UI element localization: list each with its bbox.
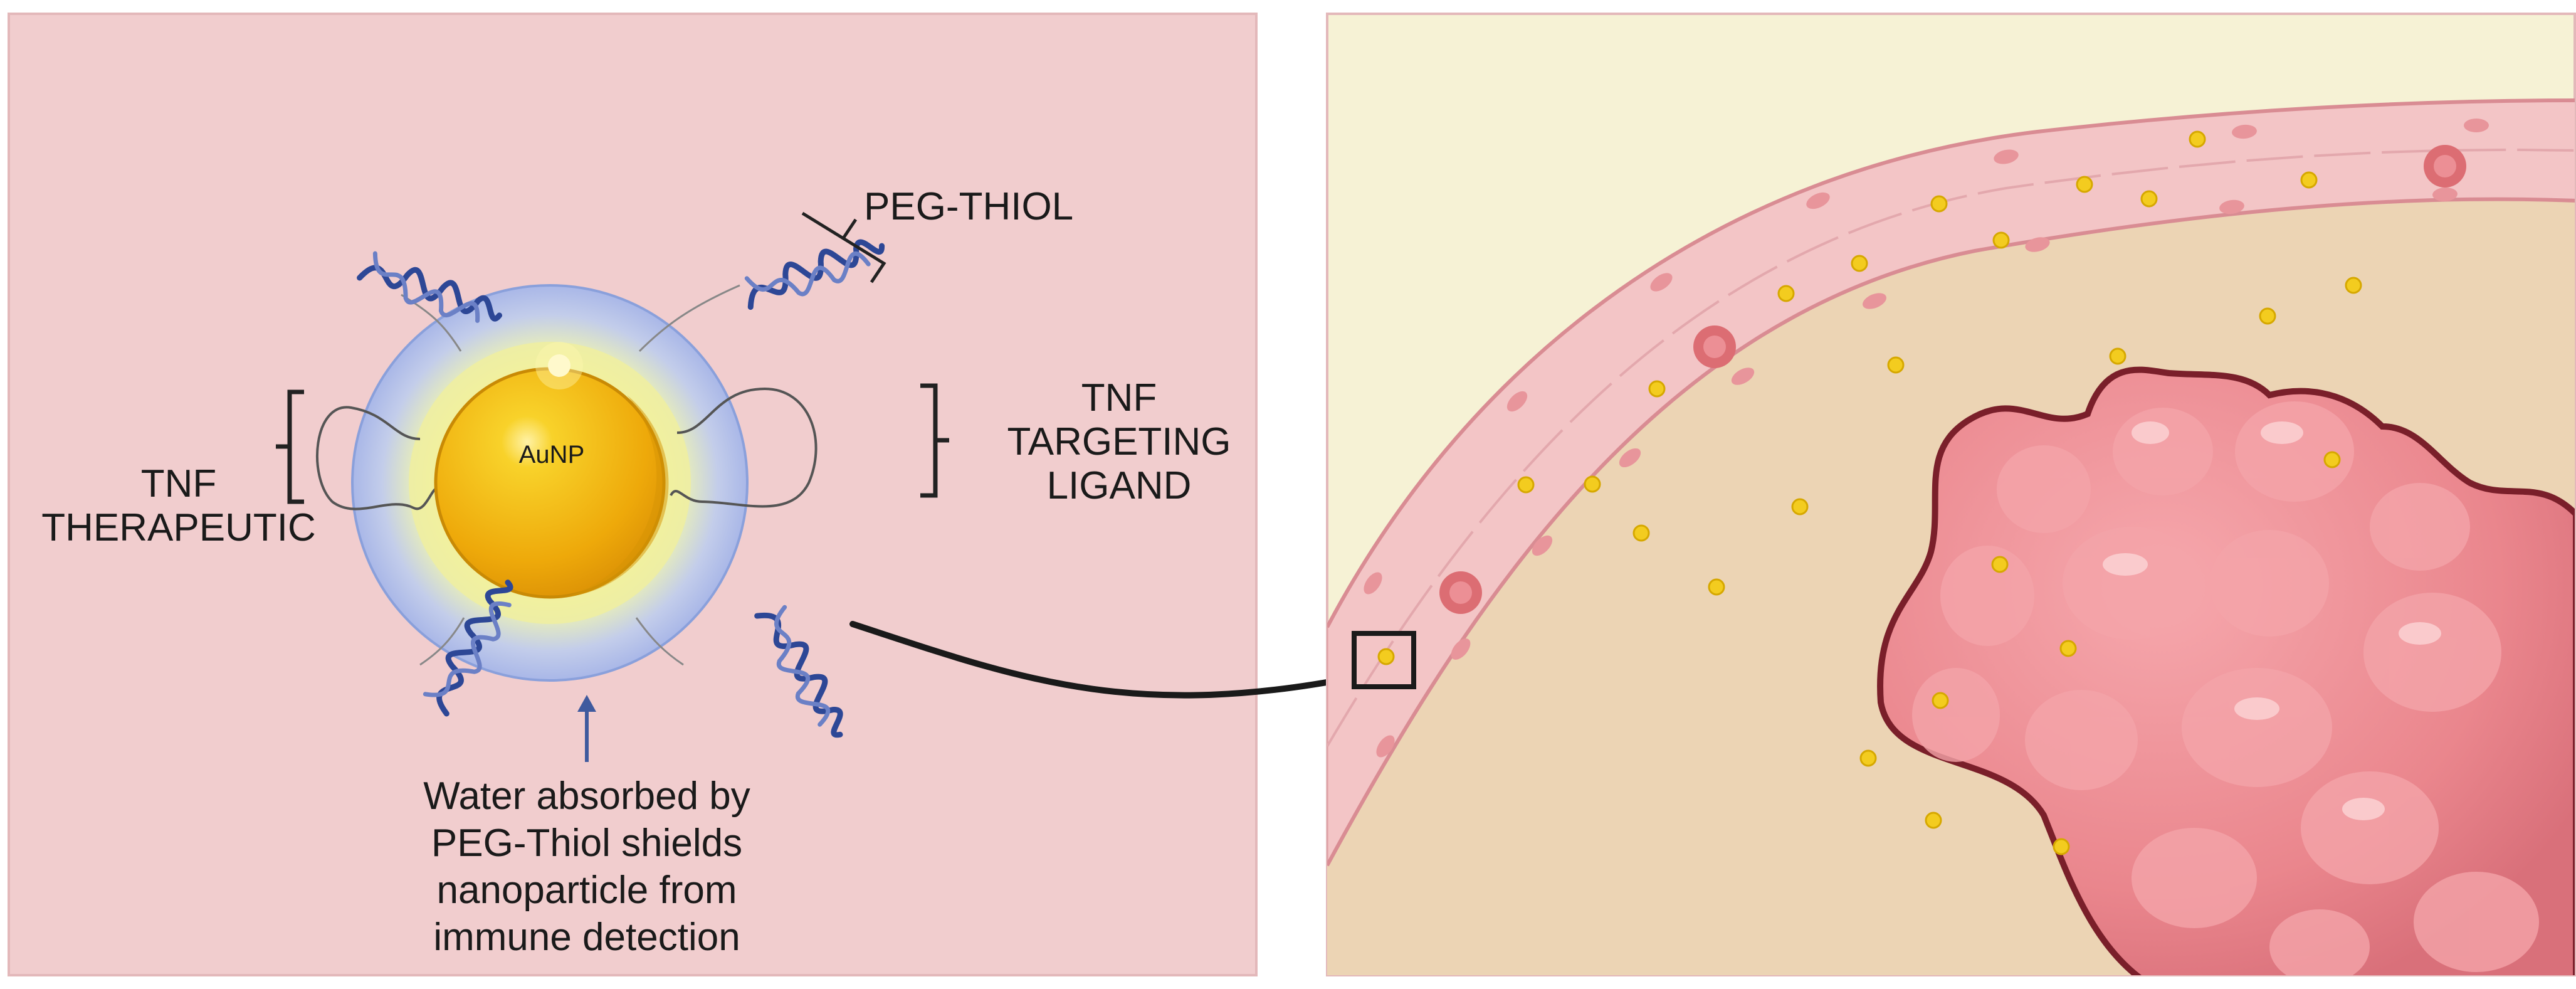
tether-top-right [638,284,740,352]
gold-nanoparticle-icon [316,231,888,744]
tnf-targeting-label-3: LIGAND [1047,464,1192,507]
tether-bottom-left [419,617,465,666]
tumor-icon [1877,366,2575,975]
nanoparticles [1377,130,2362,855]
left-panel: AuNP PEG-THIOL TNF THERAPEUTIC TNF TARGE… [8,13,1357,976]
tumor-highlights [2103,421,2441,820]
red-blood-cell-icon [1439,145,2466,614]
gold-glow [535,342,583,389]
zoom-box [1352,631,1416,689]
peg-thiol-label: PEG-THIOL [864,185,1073,228]
tnf-therapeutic-label-2: THERAPEUTIC [41,506,315,549]
right-panel [1326,13,2576,976]
tnf-therapeutic-loop [316,406,440,510]
endothelial-nuclei [1364,119,2489,758]
shell-arrow-head [577,695,596,712]
gold-highlight [548,354,570,377]
gold-core-shadow [564,395,669,597]
note-line-1: Water absorbed by [423,775,750,818]
vessel-inner-line [1327,197,2575,867]
peg-thiol-bracket [801,211,886,283]
tnf-targeting-label-1: TNF [1081,376,1157,420]
auNP-label: AuNP [519,441,585,468]
peg-thiol-bracket-tick [841,218,858,240]
tnf-targeting-loop [670,387,817,508]
tether-bottom-right [635,617,684,666]
note-line-2: PEG-Thiol shields [431,822,742,865]
vessel-outer-line [1327,98,2575,628]
tnf-therapeutic-label-1: TNF [141,462,217,505]
note-line-4: immune detection [433,916,740,959]
zoom-connector [849,621,1357,699]
tumor-lobes [1912,401,2539,975]
tnf-targeting-label-2: TARGETING [1007,420,1231,463]
note-line-3: nanoparticle from [436,869,737,912]
